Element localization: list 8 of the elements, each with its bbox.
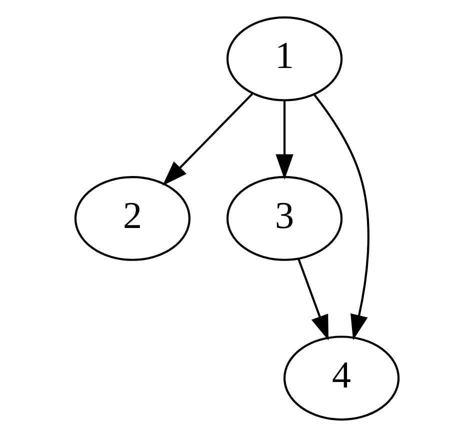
- arrow: [314, 94, 370, 340]
- node-ellipse: 1: [226, 16, 343, 102]
- node-ellipse: 4: [283, 336, 400, 421]
- node-ellipse: 2: [74, 176, 191, 261]
- node-ellipse: 3: [226, 176, 343, 261]
- arrow: [276, 101, 294, 180]
- arrow: [298, 258, 328, 340]
- arrow: [162, 93, 254, 186]
